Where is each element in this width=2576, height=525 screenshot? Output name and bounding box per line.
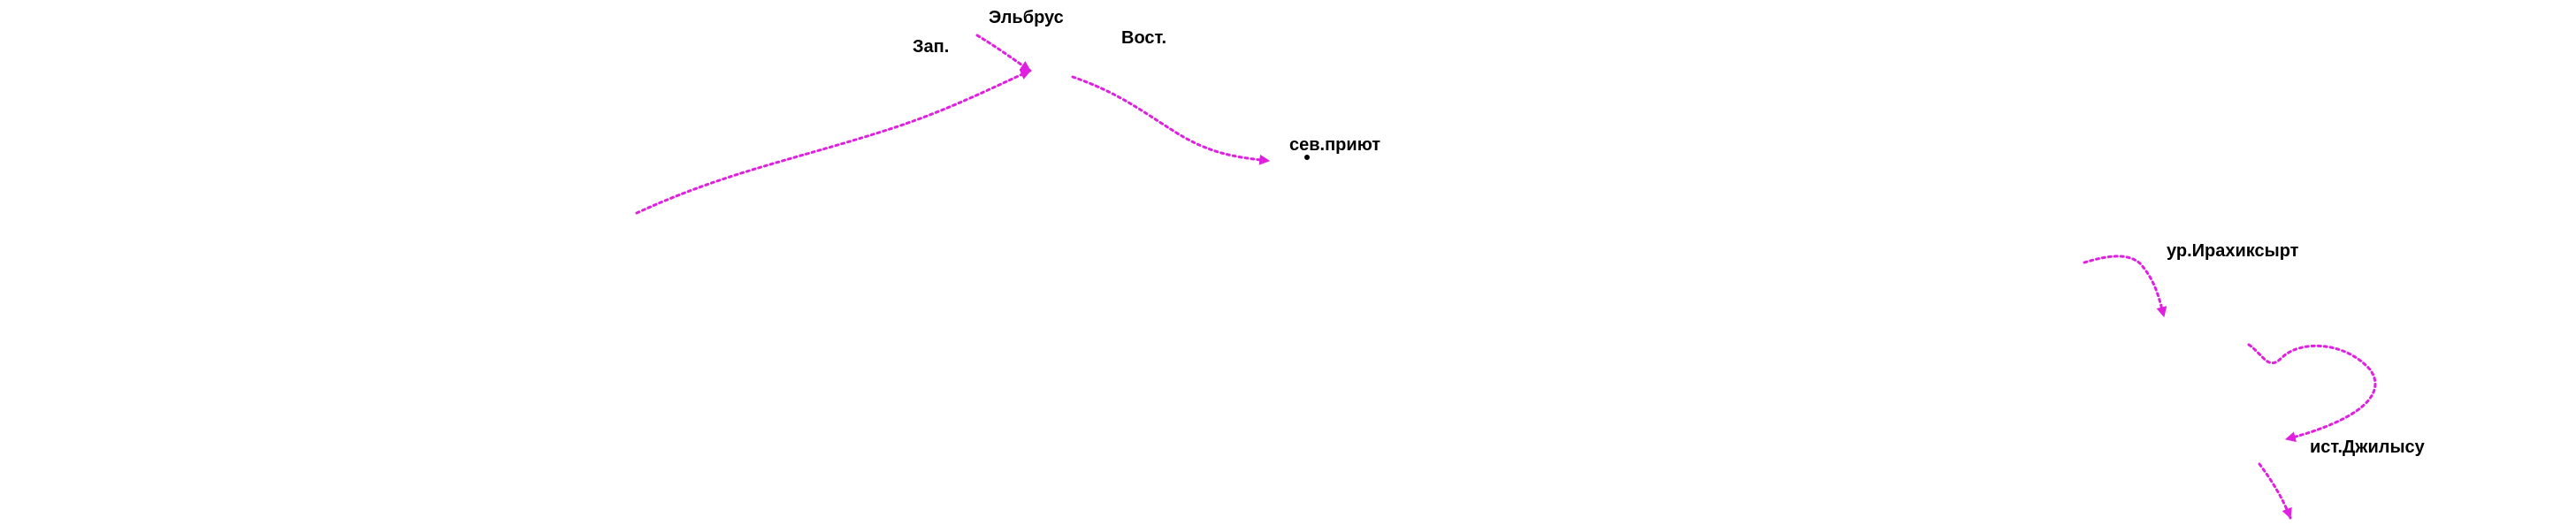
point-marker	[1304, 155, 1310, 160]
route-irakhiksyrt	[2083, 255, 2167, 318]
route-dzhilysu-exit	[2258, 462, 2292, 520]
route-elbrus-west-spur	[975, 34, 1032, 72]
label-north-shelter: сев.приют	[1289, 135, 1380, 155]
route-descent-to-north-shelter	[1071, 75, 1271, 165]
label-elbrus: Эльбрус	[989, 8, 1064, 27]
route-ascent-to-elbrus	[635, 69, 1032, 215]
label-east-summit: Вост.	[1121, 28, 1166, 48]
label-dzhilysu: ист.Джилысу	[2310, 438, 2426, 457]
label-west-summit: Зап.	[913, 37, 949, 57]
route-loop-to-dzhilysu	[2247, 343, 2377, 443]
label-irakhiksyrt: ур.Ирахиксырт	[2167, 241, 2299, 261]
